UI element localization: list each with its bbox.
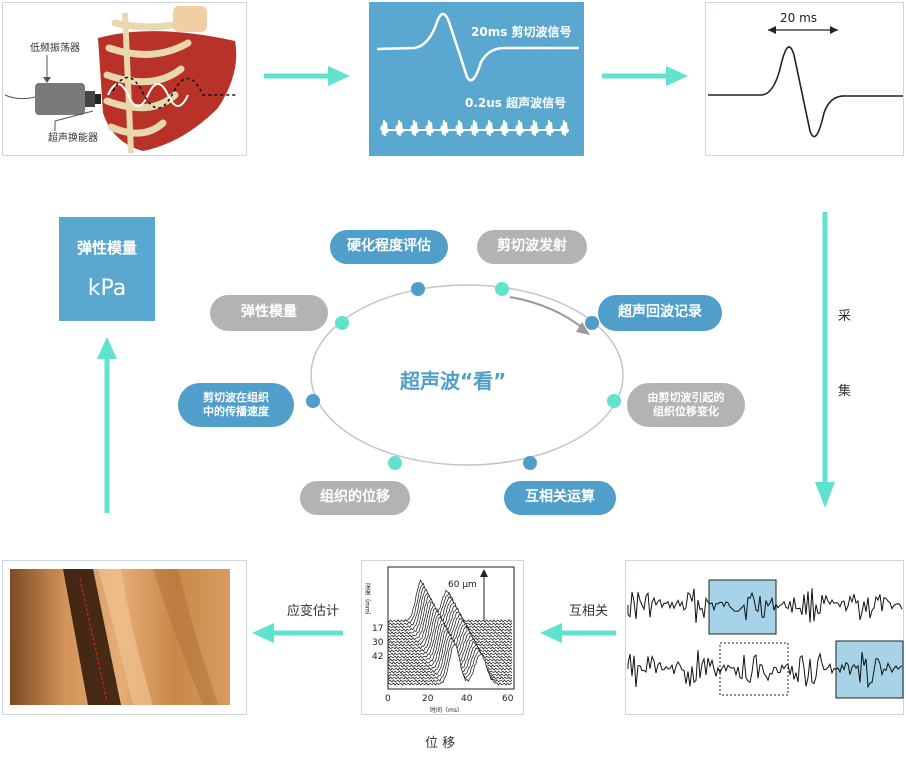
device-illustration-panel: 低频振荡器 超声换能器	[2, 2, 247, 156]
echo-signals	[627, 579, 904, 699]
device-label: 低频振荡器	[30, 41, 80, 54]
cycle-dot	[495, 282, 509, 296]
cycle-dot	[523, 456, 537, 470]
step-shear-emit: 剪切波发射	[477, 230, 587, 264]
strain-image-panel	[2, 560, 247, 715]
scale-label: 60 μm	[448, 580, 477, 590]
echo-trace-2	[627, 650, 903, 689]
cycle-diagram	[306, 282, 624, 470]
x-tick-label: 40	[461, 694, 473, 704]
duration-label: 20 ms	[780, 11, 817, 25]
step-cross-correlation: 互相关运算	[504, 481, 616, 515]
cross-correlation-label: 互相关	[569, 604, 609, 619]
x-tick-label: 20	[422, 694, 434, 704]
displacement-plot: 60 μm 深度（mm） 17 30 42 0 20 40 60 时间（ms）	[364, 566, 515, 714]
shear-wave-panel: 20 ms	[705, 2, 904, 156]
y-tick-label: 30	[372, 638, 384, 648]
step-echo-record: 超声回波记录	[598, 295, 722, 331]
step-stiffness: 硬化程度评估	[330, 230, 448, 264]
shear-band	[63, 569, 121, 705]
step-propagation-speed: 剪切波在组织 中的传播速度	[178, 383, 294, 427]
cycle-direction-arrow	[576, 322, 590, 335]
step-displacement-change: 由剪切波引起的 组织位移变化	[627, 383, 745, 427]
cycle-dot	[335, 316, 349, 330]
cycle-dot	[306, 394, 320, 408]
propagation-line	[79, 578, 108, 702]
y-tick-label: 17	[372, 624, 383, 634]
cycle-dot	[411, 282, 425, 296]
shear-wave-signal	[376, 12, 579, 82]
echo-trace-1	[627, 588, 903, 623]
transducer-label: 超声换能器	[48, 131, 98, 144]
elastic-modulus-title: 弹性模量	[76, 239, 137, 257]
x-tick-label: 60	[502, 694, 514, 704]
cycle-dot	[585, 316, 599, 330]
y-tick-label: 42	[372, 652, 383, 662]
displacement-trace	[388, 595, 513, 638]
elastic-modulus-box: 弹性模量 kPa	[59, 217, 155, 321]
cycle-dot	[607, 394, 621, 408]
strain-estimation-label: 应变估计	[287, 604, 340, 619]
search-window	[719, 642, 789, 696]
flow-arrow-down	[815, 212, 835, 508]
signal-panel: 20ms 剪切波信号 0.2us 超声波信号	[369, 2, 584, 156]
ultrasound-signal	[380, 120, 569, 136]
ultrasound-signal-label: 0.2us 超声波信号	[465, 95, 566, 110]
displacement-plot-panel: 60 μm 深度（mm） 17 30 42 0 20 40 60 时间（ms）	[361, 560, 524, 715]
echo-signals-panel	[625, 560, 904, 715]
cycle-dot	[388, 456, 402, 470]
transducer-device	[85, 91, 95, 107]
collect-label-2: 集	[838, 384, 852, 399]
flow-arrow-left-2	[540, 623, 616, 643]
depth-axis-label: 深度（mm）	[364, 582, 371, 618]
x-tick-label: 0	[385, 694, 391, 704]
time-axis-label: 时间（ms）	[430, 706, 463, 714]
step-elastic-modulus: 弹性模量	[210, 295, 328, 331]
liver-illustration: 低频振荡器 超声换能器	[4, 6, 238, 154]
flow-arrow-right-2	[602, 66, 688, 86]
flow-arrow-right-1	[264, 66, 350, 86]
shear-signal-label: 20ms 剪切波信号	[471, 24, 572, 39]
cycle-ellipse	[310, 284, 624, 466]
displacement-traces	[388, 579, 513, 686]
elastic-modulus-unit: kPa	[87, 276, 127, 301]
flow-arrow-left-1	[252, 623, 343, 643]
hand-shape	[173, 6, 207, 32]
center-title: 超声波“看”	[400, 369, 507, 393]
displacement-label: 位 移	[425, 736, 456, 751]
shear-wave-trace	[708, 46, 903, 138]
oscillator-device	[35, 83, 85, 115]
step-tissue-displacement: 组织的位移	[300, 481, 410, 515]
collect-label-1: 采	[838, 309, 852, 324]
strain-image	[10, 569, 230, 705]
flow-arrow-up	[97, 337, 117, 513]
correlation-window	[835, 640, 904, 699]
displacement-trace	[388, 643, 513, 686]
